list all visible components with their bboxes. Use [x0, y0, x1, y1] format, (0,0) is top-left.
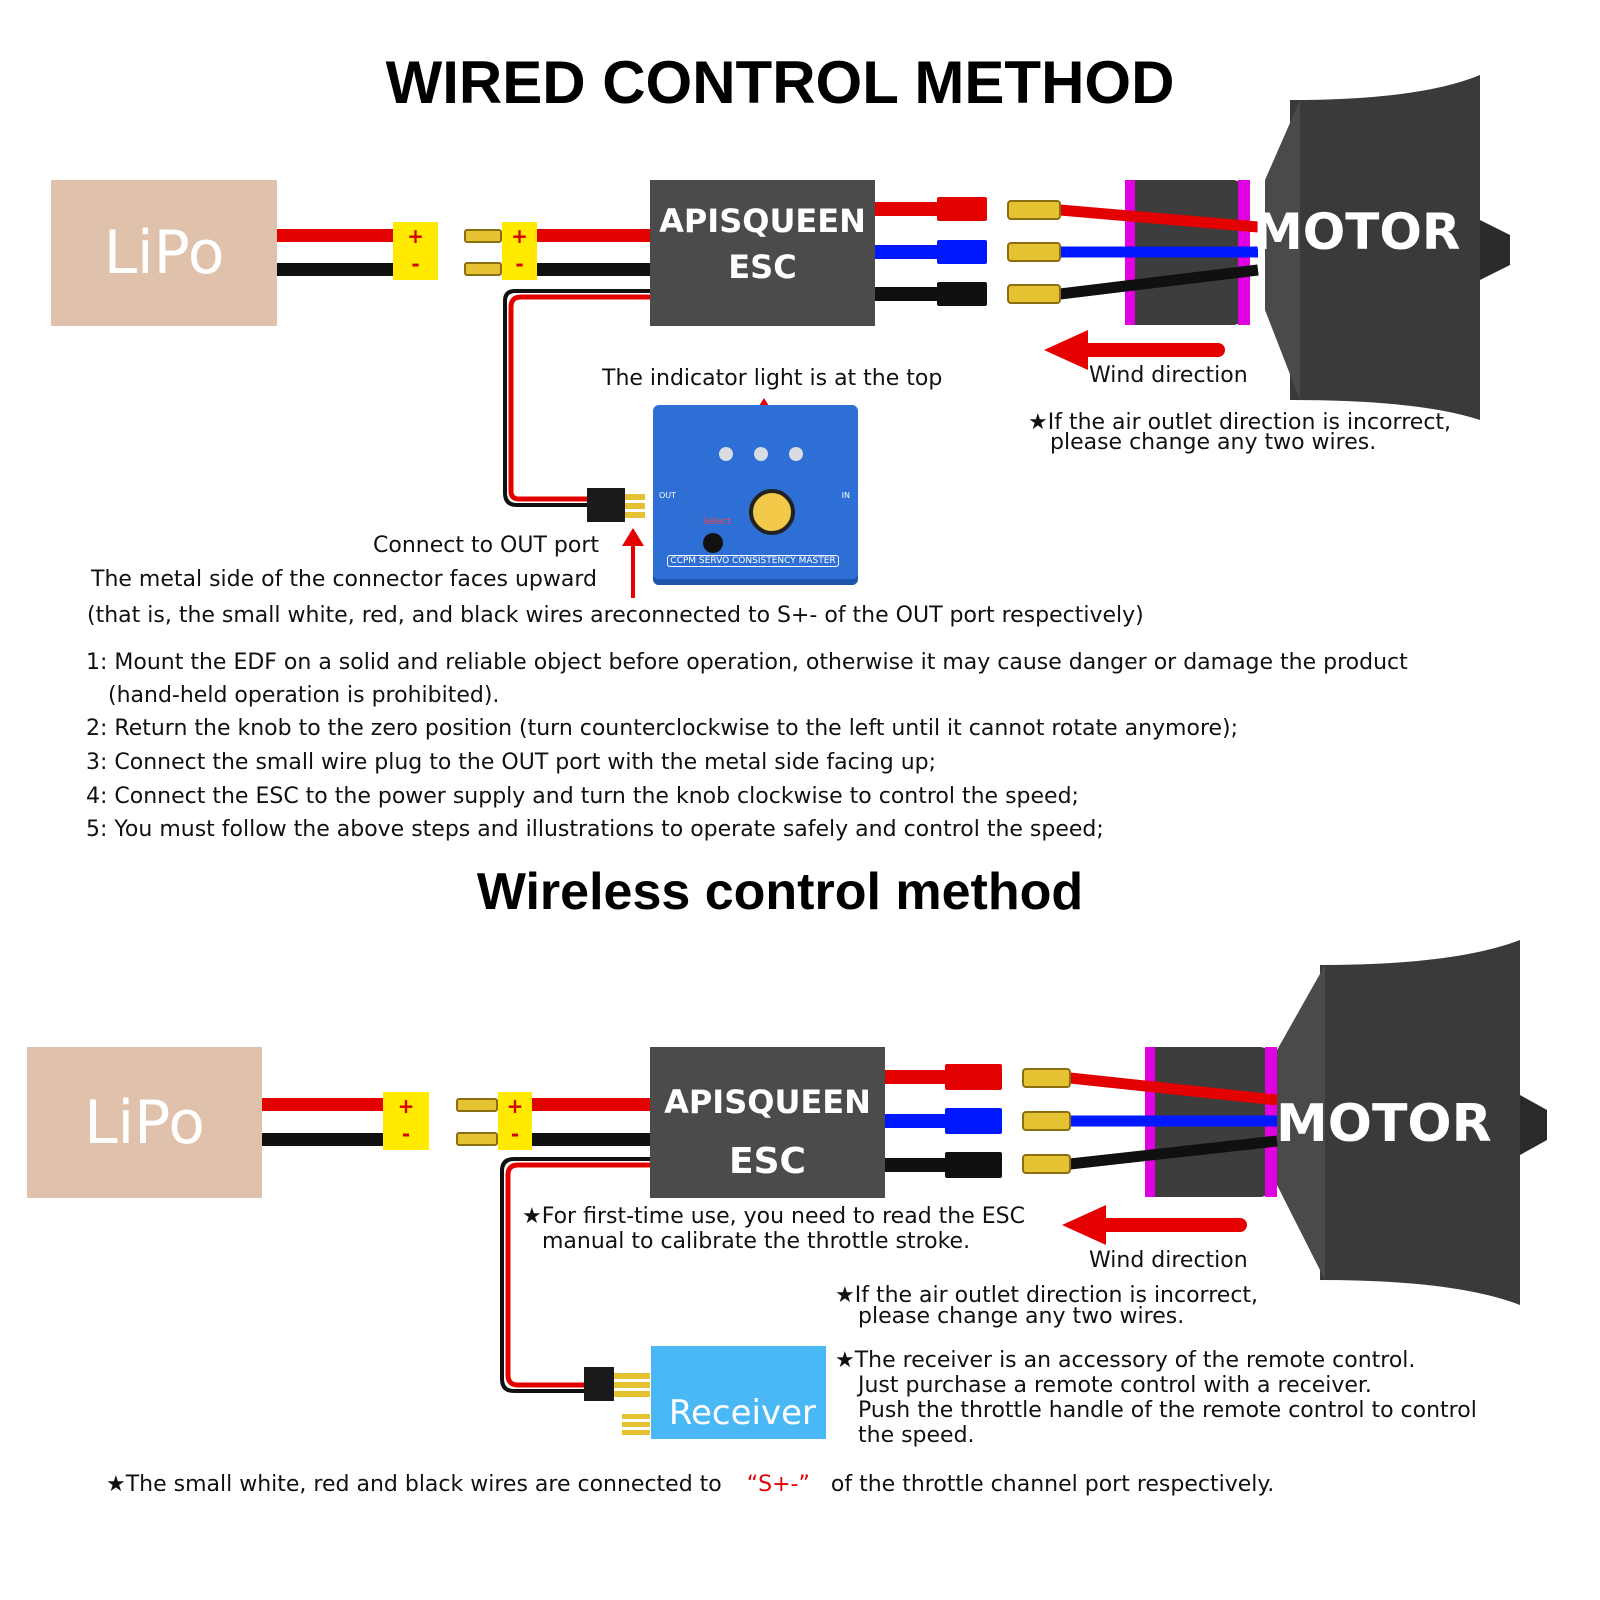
esc-input-connector: + -: [498, 1092, 532, 1150]
edf-motor: [1022, 940, 1547, 1305]
throttle-port-code: “S+-”: [746, 1472, 810, 1497]
step-3: 3: Connect the small wire plug to the OU…: [86, 750, 937, 775]
wind-arrow-icon: [1044, 330, 1225, 370]
connect-out-note: Connect to OUT port: [373, 533, 599, 558]
battery-red-wire: [277, 229, 393, 242]
throttle-port-suffix: of the throttle channel port respectivel…: [830, 1472, 1275, 1497]
wind-direction-label: Wind direction: [1089, 363, 1248, 388]
receiver-pin: [622, 1414, 650, 1419]
plus-mark: +: [506, 1094, 524, 1118]
motor-label: MOTOR: [1276, 1094, 1492, 1154]
throttle-port-prefix: ★The small white, red and black wires ar…: [106, 1472, 722, 1497]
step-5: 5: You must follow the above steps and i…: [86, 817, 1104, 842]
receiver-note-2: Just purchase a remote control with a re…: [858, 1373, 1372, 1398]
indicator-light-note: The indicator light is at the top: [602, 366, 943, 391]
esc-black-wire: [532, 1133, 650, 1146]
air-outlet-note: ★If the air outlet direction is incorrec…: [1028, 410, 1452, 435]
tester-model-label: CCPM SERVO CONSISTENCY MASTER: [667, 555, 839, 567]
esc-out-black-sleeve: [937, 282, 987, 306]
throttle-port-note: ★The small white, red and black wires ar…: [106, 1472, 1274, 1497]
esc-out-red-sleeve: [937, 197, 987, 221]
esc-out-blue-sleeve: [945, 1108, 1002, 1134]
esc-out-black-sleeve: [945, 1152, 1002, 1178]
servo-tester: Select OUT IN CCPM SERVO CONSISTENCY MAS…: [653, 405, 858, 585]
wireless-title: Wireless control method: [476, 863, 1084, 921]
esc-brand: APISQUEEN: [664, 1083, 871, 1121]
step-2: 2: Return the knob to the zero position …: [86, 716, 1239, 741]
step-1-cont: (hand-held operation is prohibited).: [108, 683, 500, 708]
minus-mark: -: [515, 252, 524, 276]
esc-module: APISQUEEN ESC: [650, 180, 875, 326]
battery-black-wire: [277, 263, 393, 276]
esc-pin: [456, 1098, 498, 1112]
metal-side-note: The metal side of the connector faces up…: [91, 567, 597, 592]
receiver-note-1: ★The receiver is an accessory of the rem…: [835, 1348, 1416, 1373]
select-label: Select: [703, 517, 731, 527]
lipo-label: LiPo: [103, 218, 225, 288]
up-arrow-icon: [622, 528, 644, 598]
calibration-note-2: manual to calibrate the throttle stroke.: [542, 1229, 971, 1254]
esc-black-wire: [537, 263, 650, 276]
receiver-note-3: Push the throttle handle of the remote c…: [858, 1398, 1477, 1423]
lipo-battery: LiPo: [27, 1047, 262, 1198]
step-4: 4: Connect the ESC to the power supply a…: [86, 784, 1079, 809]
tester-in-label: IN: [841, 491, 850, 500]
edf-motor: [1007, 75, 1510, 420]
servo-cable: [503, 289, 650, 522]
receiver-module: Receiver: [651, 1346, 826, 1439]
esc-brand: APISQUEEN: [659, 202, 866, 240]
plus-mark: +: [397, 1094, 415, 1118]
lipo-battery: LiPo: [51, 180, 277, 326]
esc-out-blue: [875, 245, 937, 259]
esc-label: ESC: [728, 248, 797, 286]
esc-red-wire: [532, 1098, 650, 1111]
esc-input-connector: + -: [502, 222, 537, 280]
esc-out-red: [885, 1070, 945, 1084]
esc-out-black: [885, 1158, 945, 1172]
esc-pin: [456, 1132, 498, 1146]
esc-out-blue: [885, 1114, 945, 1128]
battery-red-wire: [262, 1098, 383, 1111]
air-outlet-note: ★If the air outlet direction is incorrec…: [835, 1283, 1259, 1308]
esc-pin: [464, 262, 502, 276]
wind-direction-label: Wind direction: [1089, 1248, 1248, 1273]
tester-knob[interactable]: [749, 489, 795, 535]
receiver-pin: [622, 1430, 650, 1435]
wired-title: WIRED CONTROL METHOD: [385, 49, 1175, 116]
minus-mark: -: [401, 1122, 411, 1146]
minus-mark: -: [411, 252, 420, 276]
receiver-note-4: the speed.: [858, 1423, 975, 1448]
air-outlet-note-2: please change any two wires.: [1050, 430, 1377, 455]
select-button[interactable]: [703, 533, 723, 553]
wire-order-note: (that is, the small white, red, and blac…: [87, 603, 1144, 628]
step-1: 1: Mount the EDF on a solid and reliable…: [86, 650, 1408, 675]
receiver-cable: [500, 1157, 650, 1401]
wind-arrow-icon: [1062, 1205, 1247, 1245]
calibration-note: ★For first-time use, you need to read th…: [522, 1204, 1025, 1229]
battery-connector: + -: [393, 222, 438, 280]
minus-mark: -: [510, 1122, 520, 1146]
esc-module: APISQUEEN ESC: [650, 1047, 885, 1198]
esc-out-red: [875, 202, 937, 216]
motor-label: MOTOR: [1253, 203, 1461, 261]
plus-mark: +: [407, 224, 424, 248]
battery-connector: + -: [383, 1092, 429, 1150]
esc-label: ESC: [729, 1141, 806, 1182]
receiver-label: Receiver: [668, 1393, 816, 1433]
air-outlet-note-2: please change any two wires.: [858, 1304, 1185, 1329]
battery-black-wire: [262, 1133, 383, 1146]
esc-out-red-sleeve: [945, 1064, 1002, 1090]
plus-mark: +: [511, 224, 528, 248]
esc-pin: [464, 229, 502, 243]
lipo-label: LiPo: [84, 1087, 205, 1158]
esc-out-black: [875, 287, 937, 301]
esc-out-blue-sleeve: [937, 240, 987, 264]
tester-out-label: OUT: [659, 491, 677, 500]
esc-red-wire: [537, 229, 650, 242]
receiver-pin: [622, 1422, 650, 1427]
